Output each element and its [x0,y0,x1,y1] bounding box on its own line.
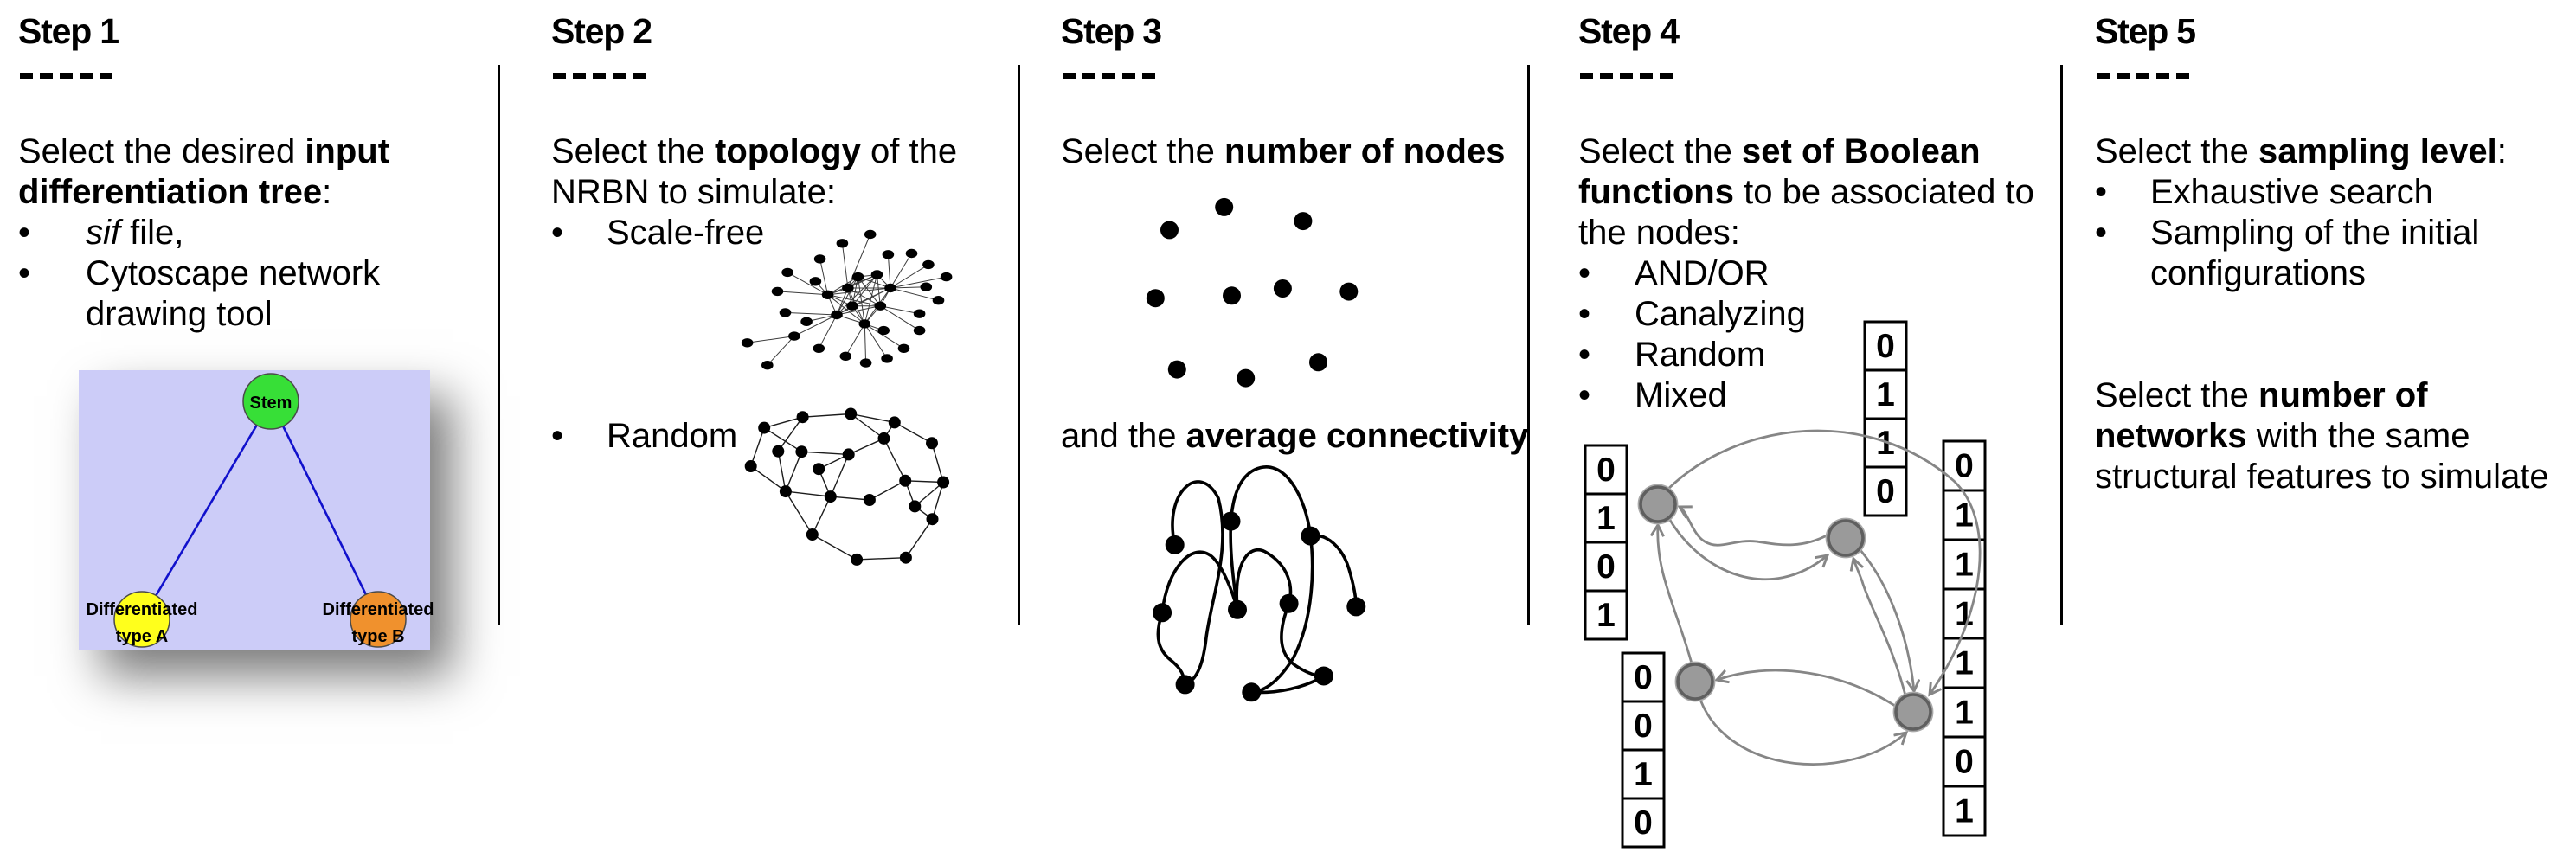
svg-text:0: 0 [1596,452,1616,489]
svg-text:1: 1 [1596,597,1616,634]
svg-text:1: 1 [1634,756,1653,793]
svg-text:1: 1 [1955,793,1974,830]
svg-text:1: 1 [1955,497,1974,535]
svg-text:1: 1 [1876,425,1895,462]
svg-text:1: 1 [1596,500,1616,537]
svg-text:Stem: Stem [250,394,292,413]
svg-text:Differentiated: Differentiated [323,600,434,619]
svg-text:1: 1 [1955,695,1974,732]
svg-text:0: 0 [1955,744,1974,781]
svg-text:0: 0 [1955,448,1974,485]
svg-text:1: 1 [1955,645,1974,682]
svg-text:0: 0 [1876,328,1895,365]
svg-text:1: 1 [1955,596,1974,633]
svg-text:1: 1 [1876,376,1895,413]
svg-text:0: 0 [1634,708,1653,745]
svg-text:0: 0 [1876,473,1895,510]
svg-text:0: 0 [1596,548,1616,586]
svg-text:type A: type A [116,627,168,646]
svg-text:1: 1 [1955,547,1974,584]
svg-text:0: 0 [1634,659,1653,696]
svg-text:type B: type B [351,627,404,646]
svg-text:0: 0 [1634,804,1653,842]
svg-text:Differentiated: Differentiated [87,600,198,619]
